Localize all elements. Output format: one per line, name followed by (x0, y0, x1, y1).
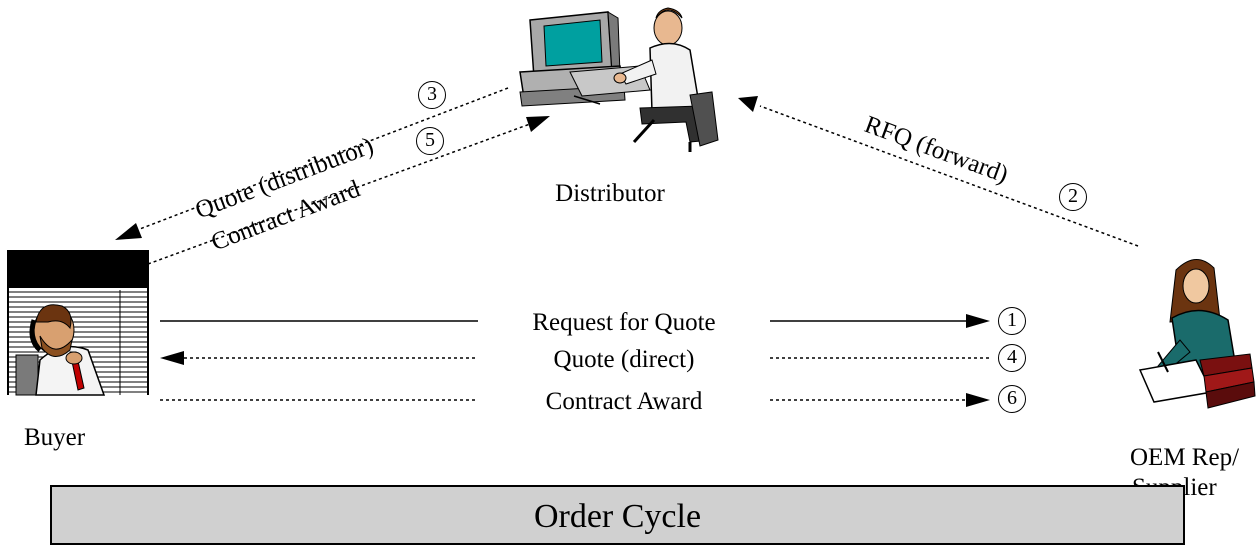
buyer-label: Buyer (24, 424, 86, 451)
contract-award-distributor-arrow (147, 116, 550, 265)
rfq-arrow (160, 314, 990, 328)
oem-writing-icon (1138, 259, 1256, 409)
quote-direct-label: Quote (direct) (553, 346, 695, 373)
step-3-badge: 3 (418, 81, 446, 109)
distributor-computer-icon (519, 7, 719, 152)
banner-title: Order Cycle (533, 498, 702, 535)
quote-distributor-arrow (115, 87, 509, 240)
step-5-badge: 5 (416, 127, 444, 155)
quote-direct-arrow (160, 351, 990, 365)
step-2-badge: 2 (1059, 183, 1087, 211)
contract-award-direct-arrow (160, 393, 990, 407)
step-1-badge: 1 (998, 307, 1026, 335)
buyer-phone-icon (7, 250, 149, 396)
step-4-badge: 4 (998, 344, 1026, 372)
oem-label-line1: OEM Rep/ (1130, 444, 1240, 471)
rfq-label: Request for Quote (532, 309, 716, 336)
step-6-badge: 6 (998, 385, 1026, 413)
rfq-forward-arrow (738, 96, 1139, 247)
distributor-label: Distributor (555, 180, 665, 207)
contract-award-direct-label: Contract Award (545, 388, 703, 415)
order-cycle-banner: Order Cycle (50, 485, 1185, 545)
